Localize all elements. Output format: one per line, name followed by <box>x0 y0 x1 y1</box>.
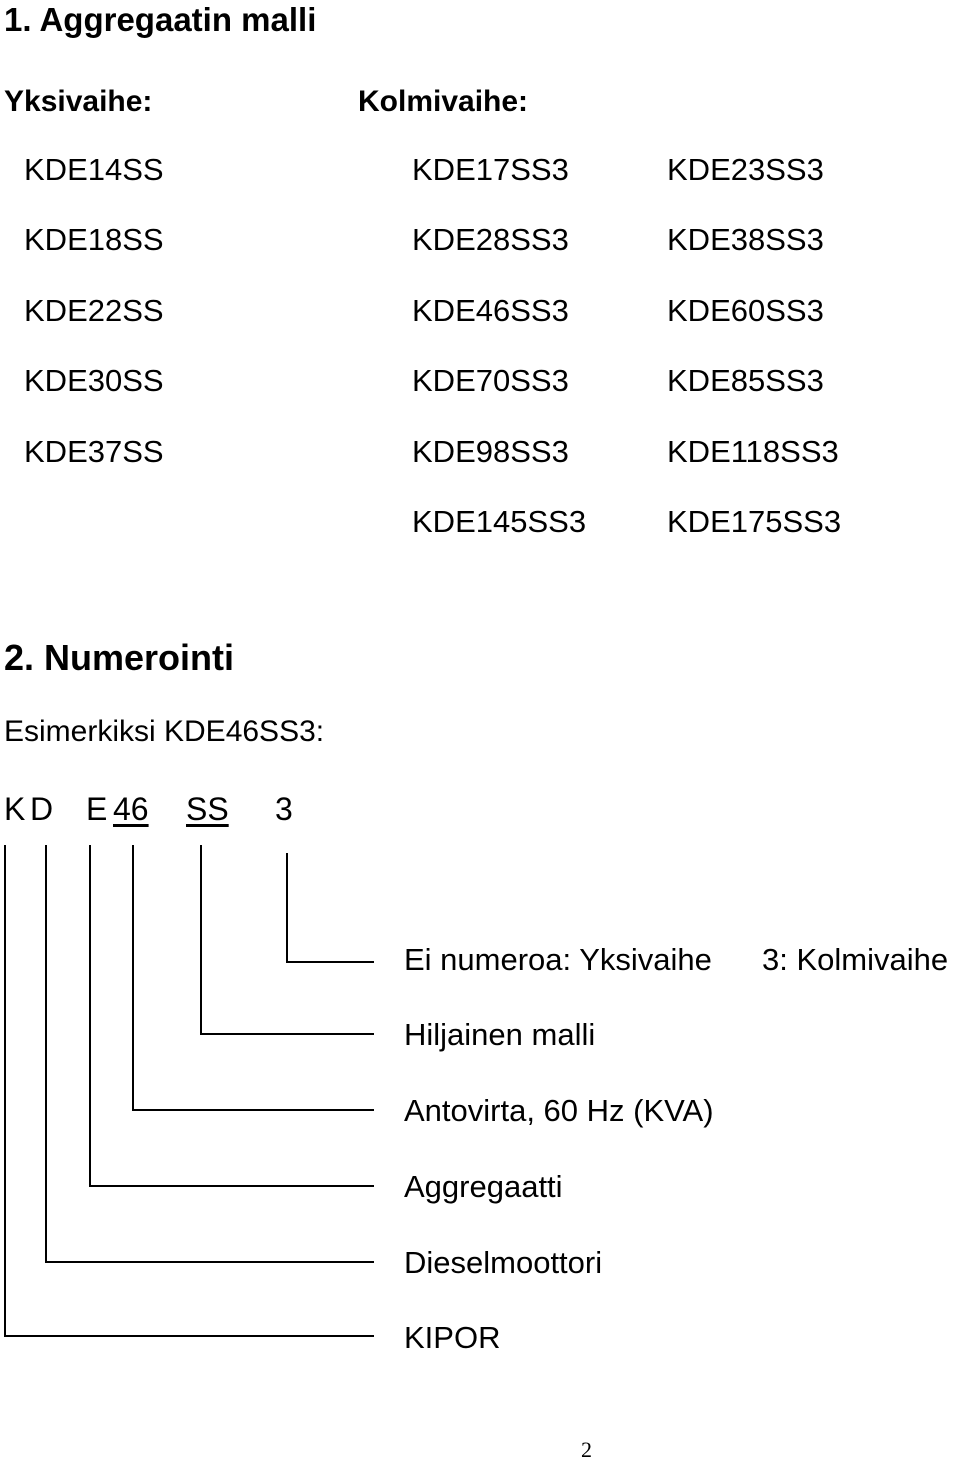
model-item: KDE18SS <box>24 222 164 257</box>
connector-line-generator <box>89 845 374 1187</box>
model-item: KDE30SS <box>24 363 164 398</box>
code-letter-d: D <box>30 791 54 827</box>
model-item: KDE14SS <box>24 152 164 187</box>
model-item: KDE175SS3 <box>667 504 842 539</box>
model-item: KDE70SS3 <box>412 363 569 398</box>
model-item: KDE23SS3 <box>667 152 824 187</box>
model-item: KDE38SS3 <box>667 222 824 257</box>
page-number: 2 <box>581 1437 592 1462</box>
model-item: KDE28SS3 <box>412 222 569 257</box>
connector-line-diesel <box>45 845 374 1263</box>
model-item: KDE17SS3 <box>412 152 569 187</box>
desc-diesel: Dieselmoottori <box>404 1245 603 1280</box>
model-item: KDE46SS3 <box>412 293 569 328</box>
code-number: 46 <box>113 791 149 827</box>
section2-title: 2. Numerointi <box>4 637 235 678</box>
model-item: KDE145SS3 <box>412 504 587 539</box>
desc-phase-three: 3: Kolmivaihe <box>762 942 949 977</box>
code-letter-k: K <box>4 791 26 827</box>
desc-silent: Hiljainen malli <box>404 1017 596 1052</box>
model-item: KDE118SS3 <box>667 434 839 469</box>
desc-phase-single: Ei numeroa: Yksivaihe <box>404 942 712 977</box>
connector-line-brand <box>4 845 374 1337</box>
example-text: Esimerkiksi KDE46SS3: <box>4 715 325 748</box>
desc-generator: Aggregaatti <box>404 1169 563 1204</box>
code-three: 3 <box>275 791 293 827</box>
model-item: KDE85SS3 <box>667 363 824 398</box>
model-item: KDE37SS <box>24 434 164 469</box>
code-letter-e: E <box>86 791 108 827</box>
single-phase-label: Yksivaihe: <box>4 85 153 118</box>
section1-title: 1. Aggregaatin malli <box>4 1 317 38</box>
code-ss: SS <box>186 791 229 827</box>
model-item: KDE98SS3 <box>412 434 569 469</box>
model-item: KDE22SS <box>24 293 164 328</box>
desc-brand: KIPOR <box>404 1320 501 1355</box>
connector-line-silent <box>200 845 374 1035</box>
desc-output: Antovirta, 60 Hz (KVA) <box>404 1093 714 1128</box>
model-item: KDE60SS3 <box>667 293 824 328</box>
connector-line-output <box>132 845 374 1111</box>
connector-line-phase <box>286 853 374 963</box>
three-phase-label: Kolmivaihe: <box>358 85 529 118</box>
